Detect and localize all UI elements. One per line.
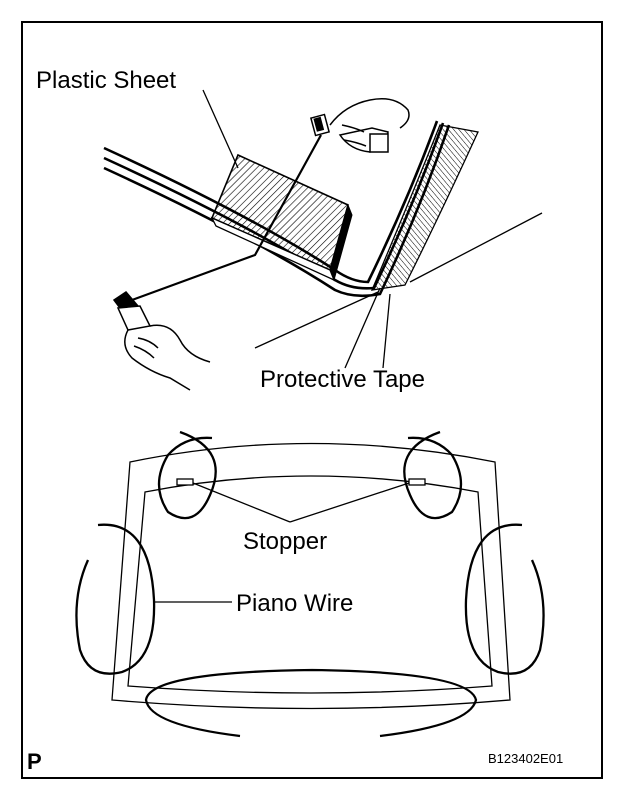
body-line bbox=[409, 212, 543, 283]
upper-hand-grip bbox=[309, 98, 410, 153]
stopper-left bbox=[176, 478, 194, 486]
stopper-label: Stopper bbox=[243, 528, 328, 555]
body-line bbox=[254, 291, 379, 349]
protective-tape-leader bbox=[382, 293, 391, 369]
stopper-leader bbox=[289, 482, 410, 523]
windshield-edge bbox=[103, 120, 451, 298]
protective-tape bbox=[370, 124, 479, 291]
diagram-frame bbox=[21, 21, 603, 779]
plastic-sheet bbox=[210, 153, 353, 282]
piano-wire-top bbox=[131, 134, 322, 302]
lower-hand-grip bbox=[112, 291, 211, 391]
windshield-inner bbox=[127, 475, 493, 694]
wire-loop-marks bbox=[75, 430, 545, 738]
plastic-sheet-leader bbox=[202, 89, 239, 169]
piano-wire-label: Piano Wire bbox=[236, 590, 354, 617]
stopper-right bbox=[408, 478, 426, 486]
protective-tape-label: Protective Tape bbox=[260, 366, 425, 393]
top-illustration bbox=[103, 89, 543, 391]
plastic-sheet-label: Plastic Sheet bbox=[36, 67, 177, 94]
windshield-outer bbox=[111, 442, 511, 710]
corner-mark: P bbox=[27, 749, 42, 774]
figure-code: B123402E01 bbox=[488, 751, 564, 766]
stopper-leader bbox=[192, 482, 291, 523]
protective-tape-leader bbox=[344, 287, 381, 369]
bottom-illustration bbox=[75, 430, 545, 738]
